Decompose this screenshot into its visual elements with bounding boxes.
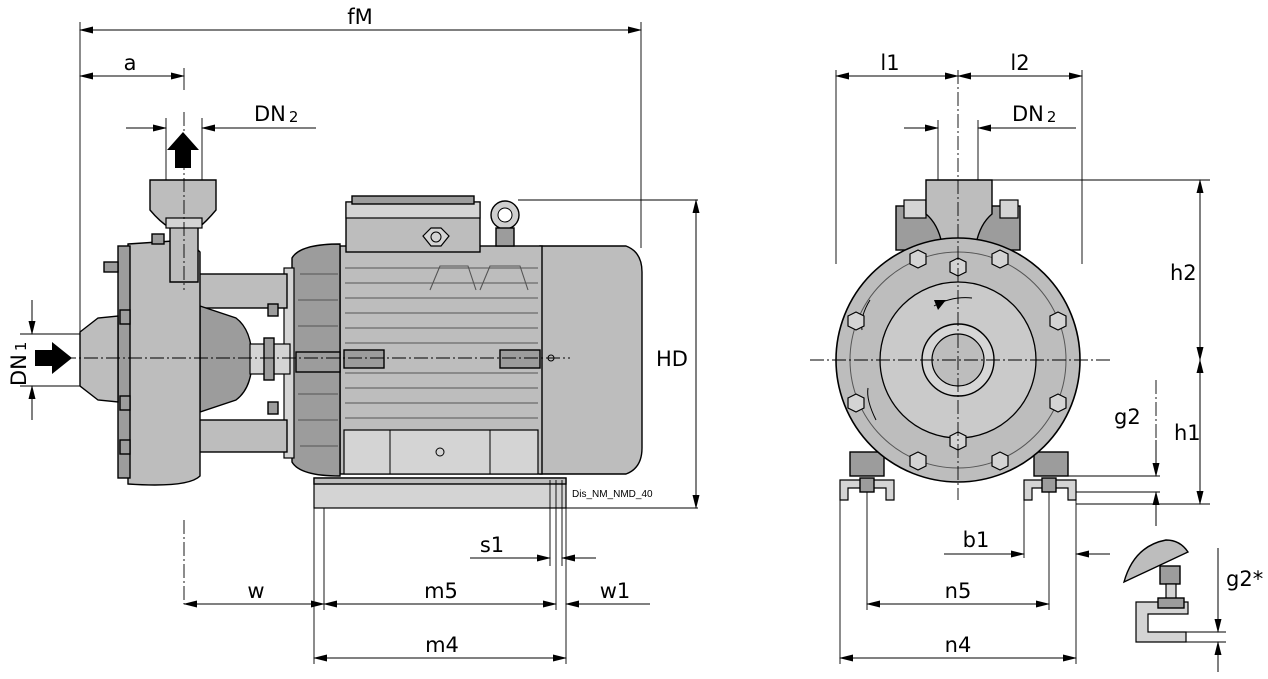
- label-m5: m5: [424, 579, 458, 603]
- discharge-flow-arrow: [167, 132, 199, 168]
- motor-cooling-ribs: [298, 265, 538, 447]
- cable-gland-nut: [422, 227, 450, 247]
- drawing-code: Dis_NM_NMD_40: [572, 489, 653, 500]
- suction-inlet: [79, 315, 119, 403]
- motor-lower-panel: [343, 429, 539, 475]
- label-w: w: [247, 579, 264, 603]
- side-view: fM a DN2 DN1 HD s1 w m5 w1 m4 Dis_NM_NMD…: [7, 5, 700, 664]
- foot-clamp-detail: [1122, 539, 1190, 643]
- pump-bearing-housing: [199, 305, 253, 413]
- pump-volute-casing: [127, 239, 201, 486]
- pump-bracket-upper: [194, 273, 288, 309]
- front-right-foot: [1023, 451, 1077, 501]
- label-n5: n5: [945, 579, 972, 603]
- label-b1: b1: [963, 528, 990, 552]
- label-a: a: [124, 51, 137, 75]
- discharge-outlet: [149, 179, 217, 283]
- label-g2-star: g2*: [1226, 567, 1263, 591]
- label-w1: w1: [600, 579, 631, 603]
- pump-coupling: [263, 337, 275, 381]
- front-hood-lug-left: [903, 199, 927, 219]
- front-hood-lug-right: [999, 199, 1019, 219]
- label-g2: g2: [1114, 405, 1141, 429]
- motor-bell-bracket: [295, 351, 341, 373]
- terminal-box-top: [351, 195, 475, 205]
- label-HD: HD: [656, 347, 688, 371]
- front-casing-bolts: [847, 249, 1067, 471]
- suction-flow-arrow: [35, 342, 72, 374]
- motor-fan-end: [539, 245, 643, 475]
- front-casing-rib-left-low: [867, 387, 877, 421]
- label-fM: fM: [347, 5, 373, 29]
- label-h2: h2: [1170, 261, 1197, 285]
- motor-mid-bracket-right: [499, 349, 541, 369]
- casing-bolts: [103, 233, 165, 455]
- label-n4: n4: [945, 633, 972, 657]
- pump-bracket-lower: [194, 419, 288, 453]
- label-l2: l2: [1010, 51, 1029, 75]
- lifting-eye-base: [495, 227, 515, 247]
- front-left-foot: [839, 451, 895, 501]
- label-h1: h1: [1174, 421, 1201, 445]
- rotation-arrow-head: [934, 300, 946, 310]
- label-s1: s1: [480, 533, 504, 557]
- label-l1: l1: [880, 51, 899, 75]
- bracket-bolt-top: [267, 303, 279, 317]
- label-m4: m4: [425, 633, 459, 657]
- label-DN1: DN1: [7, 342, 31, 386]
- base-plate-top-edge: [313, 477, 567, 485]
- motor-mid-bracket-left: [343, 349, 385, 369]
- bracket-bolt-bottom: [267, 401, 279, 415]
